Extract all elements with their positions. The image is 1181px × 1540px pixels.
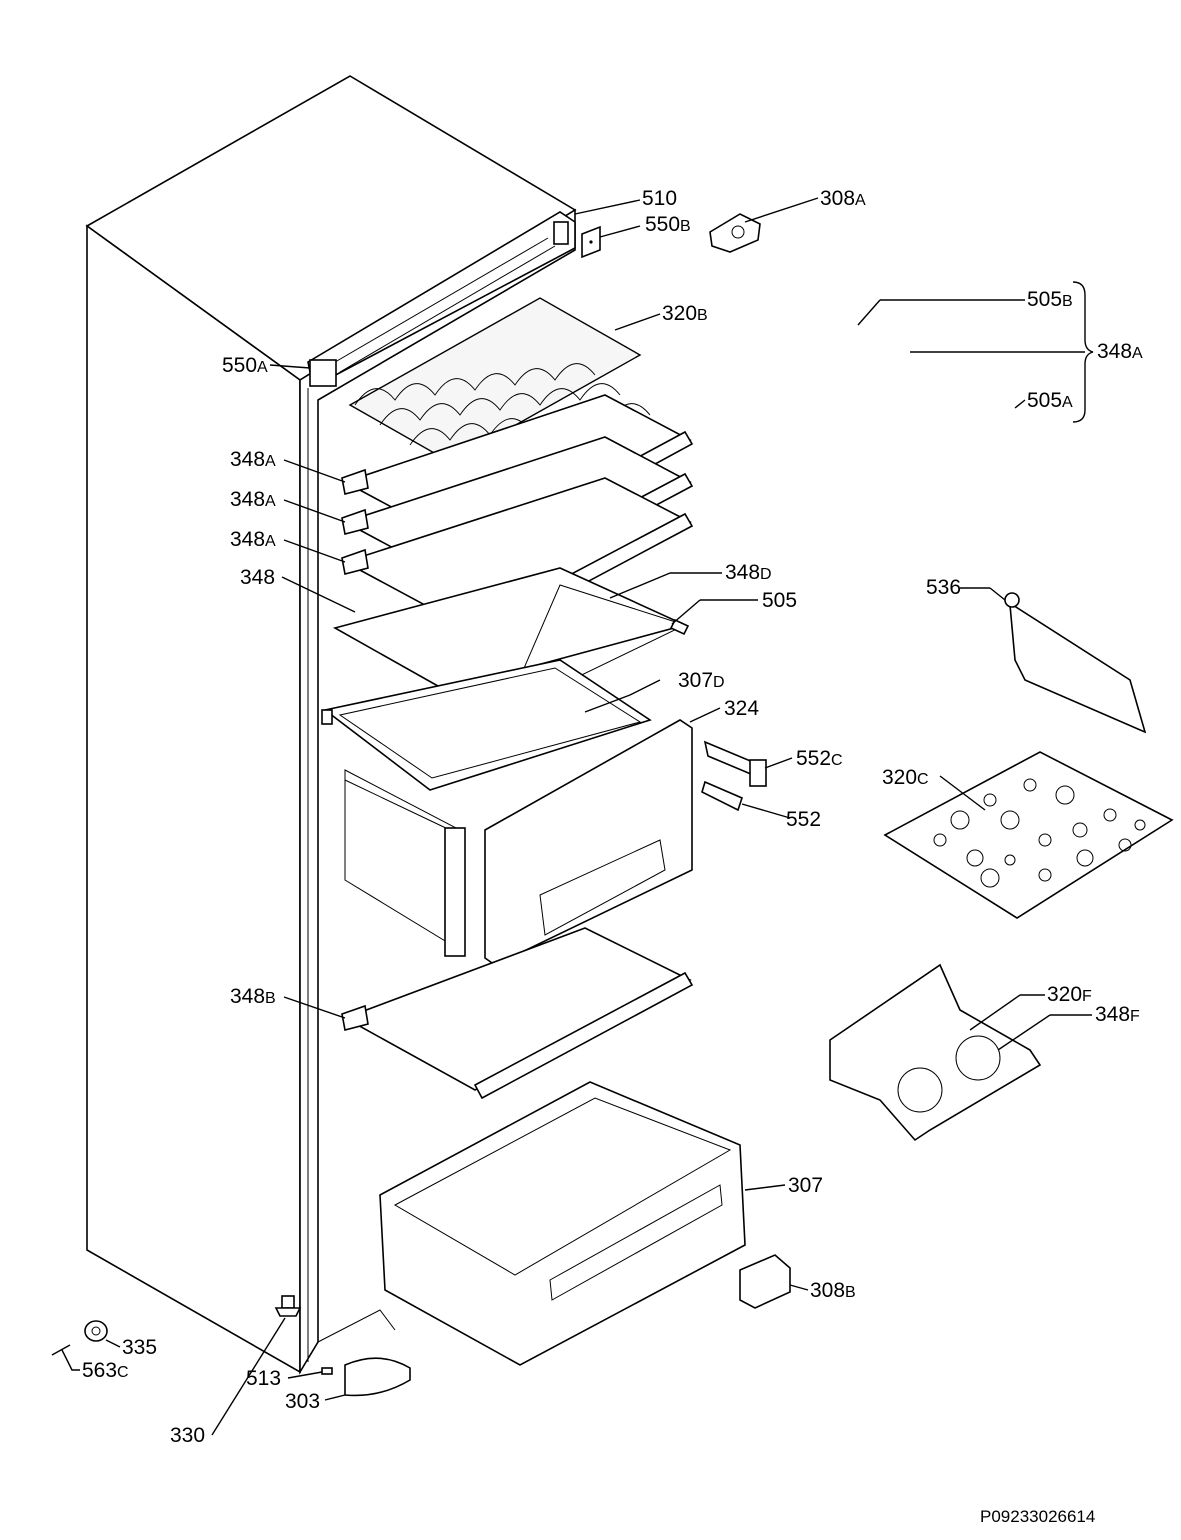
label-348a-3: 348A — [230, 528, 276, 551]
label-335: 335 — [122, 1336, 157, 1359]
label-320c: 320C — [882, 766, 929, 789]
label-330: 330 — [170, 1424, 205, 1447]
label-308a: 308A — [820, 187, 866, 210]
label-550a: 550A — [222, 354, 268, 377]
label-552c: 552C — [796, 747, 843, 770]
label-307: 307 — [788, 1174, 823, 1197]
bottle-holder-320f[interactable] — [829, 963, 1042, 1142]
leader-lines — [61, 197, 1094, 1436]
plinth-303[interactable] — [344, 1357, 411, 1397]
label-510: 510 — [642, 187, 677, 210]
shelf-frame-348d[interactable] — [504, 584, 690, 714]
bottle-plate-320c[interactable] — [883, 751, 1174, 919]
label-348a-1: 348A — [230, 448, 276, 471]
slider-552[interactable] — [701, 780, 743, 812]
callout-labels: 510 550B 308A 320B 550A 505B 348A 505A 3… — [82, 187, 1143, 1447]
foot-335[interactable] — [84, 1320, 108, 1342]
chiller-door-324[interactable] — [484, 719, 693, 966]
screw-513[interactable] — [321, 1367, 333, 1375]
plate-550b[interactable] — [581, 225, 601, 259]
label-308b: 308B — [810, 1279, 856, 1302]
bracket-550a[interactable] — [309, 359, 337, 387]
divider-536[interactable] — [1004, 592, 1147, 734]
top-cover-510[interactable] — [307, 211, 576, 383]
label-505: 505 — [762, 589, 797, 612]
label-505b: 505B — [1027, 288, 1073, 311]
crisper-drawer-307[interactable] — [379, 1081, 746, 1366]
drawing-code: P09233026614 — [980, 1507, 1095, 1526]
hinge-308b[interactable] — [739, 1254, 791, 1309]
label-320f: 320F — [1047, 983, 1092, 1006]
glass-shelf-348b[interactable] — [341, 927, 694, 1100]
label-552: 552 — [786, 808, 821, 831]
chiller-compartment — [344, 769, 466, 957]
foot-330[interactable] — [274, 1295, 302, 1317]
label-324: 324 — [724, 697, 759, 720]
label-348b: 348B — [230, 985, 276, 1008]
hinge-308a[interactable] — [709, 213, 761, 253]
label-550b: 550B — [645, 213, 691, 236]
label-348d: 348D — [725, 561, 772, 584]
label-348a-group: 348A — [1097, 340, 1143, 363]
chiller-frame-307d[interactable] — [321, 659, 652, 791]
label-563c: 563C — [82, 1359, 129, 1382]
label-513: 513 — [246, 1367, 281, 1390]
label-320b: 320B — [662, 302, 708, 325]
label-307d: 307D — [678, 669, 725, 692]
label-348f: 348F — [1095, 1003, 1140, 1026]
label-505a: 505A — [1027, 389, 1073, 412]
label-303: 303 — [285, 1390, 320, 1413]
pin-563c[interactable] — [51, 1344, 71, 1356]
label-536: 536 — [926, 576, 961, 599]
refrigerator-cabinet — [85, 75, 577, 1375]
slider-552c[interactable] — [703, 740, 767, 787]
label-348: 348 — [240, 566, 275, 589]
label-348a-2: 348A — [230, 488, 276, 511]
